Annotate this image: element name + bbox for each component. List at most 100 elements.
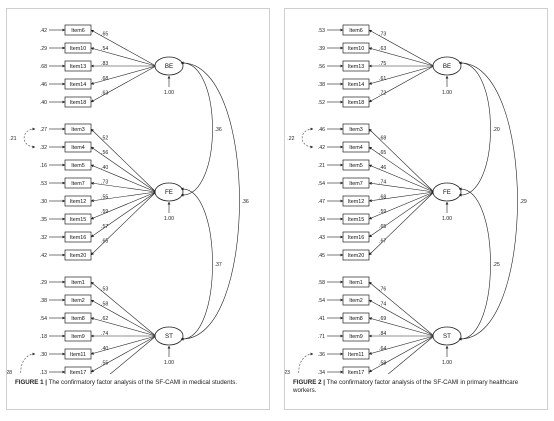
loading-value-item6: .65	[101, 31, 108, 37]
factor-label-be: BE	[443, 63, 451, 70]
item-label-item5: Item5	[71, 163, 84, 169]
loading-arrow-item2	[368, 299, 435, 337]
item-label-item6: Item6	[349, 28, 362, 34]
error-value-item5: .16	[40, 163, 47, 169]
factor-covariance-value-be-fe: .20	[493, 127, 500, 133]
loading-value-item1: .76	[379, 287, 386, 293]
factor-covariance-curve-be-fe	[458, 61, 491, 197]
error-value-item6: .53	[318, 28, 325, 34]
loading-arrow-item15	[90, 191, 157, 220]
item-label-item2: Item2	[71, 298, 84, 304]
loading-value-item18: .72	[379, 91, 386, 97]
loading-arrow-item7	[368, 181, 435, 193]
loading-value-item12: .68	[379, 194, 386, 200]
loading-arrow-item11	[368, 335, 435, 355]
loading-arrow-item10	[90, 47, 157, 67]
loading-arrow-item19	[109, 335, 157, 374]
loading-value-item9: .84	[379, 331, 386, 337]
error-covariance-value-2: .28	[7, 370, 12, 374]
loading-arrow-item8	[368, 317, 435, 337]
error-value-item14: .38	[318, 82, 325, 88]
loading-arrow-item5	[368, 164, 435, 193]
loading-arrow-item4	[368, 146, 435, 193]
error-value-item7: .53	[40, 181, 47, 187]
error-covariance-curve-1	[301, 127, 314, 149]
loading-value-item16: .65	[379, 224, 386, 230]
error-value-item17: .34	[318, 370, 325, 374]
figure-2-caption-label: FIGURE 2 |	[293, 379, 325, 386]
factor-label-st: ST	[165, 333, 173, 340]
item-label-item2: Item2	[349, 298, 362, 304]
figure-1-caption-label: FIGURE 1 |	[15, 379, 47, 386]
item-label-item9: Item9	[349, 334, 362, 340]
variance-value-fe: 1.00	[164, 216, 174, 222]
loading-arrow-item1	[90, 281, 157, 337]
loading-arrow-item8	[90, 317, 157, 337]
error-value-item4: .32	[40, 145, 47, 151]
item-label-item7: Item7	[71, 181, 84, 187]
factor-covariance-value-be-st: .36	[242, 199, 249, 205]
error-value-item8: .54	[40, 316, 47, 322]
loading-value-item13: .83	[101, 61, 108, 67]
factor-covariance-curve-fe-st	[180, 187, 213, 341]
loading-value-item15: .59	[379, 209, 386, 215]
loading-value-item20: .67	[379, 239, 386, 245]
loading-value-item7: .74	[379, 180, 386, 186]
factor-label-fe: FE	[443, 189, 451, 196]
error-value-item10: .29	[40, 46, 47, 52]
error-value-item2: .54	[318, 298, 325, 304]
item-label-item8: Item8	[349, 316, 362, 322]
item-label-item5: Item5	[349, 163, 362, 169]
error-covariance-value-1: .21	[9, 136, 16, 142]
loading-value-item12: .55	[101, 194, 108, 200]
loading-arrow-item12	[368, 191, 435, 203]
figure-2-caption: FIGURE 2 | The confirmatory factor analy…	[293, 379, 539, 395]
item-label-item4: Item4	[71, 145, 84, 151]
item-label-item16: Item16	[348, 235, 364, 241]
error-covariance-curve-2	[20, 352, 36, 374]
error-value-item16: .43	[318, 235, 325, 241]
error-value-item1: .58	[318, 280, 325, 286]
item-label-item14: Item14	[348, 82, 364, 88]
loading-arrow-item20	[90, 191, 157, 256]
loading-value-item3: .52	[101, 135, 108, 141]
item-label-item12: Item12	[70, 199, 86, 205]
item-label-item16: Item16	[70, 235, 86, 241]
loading-value-item18: .63	[101, 91, 108, 97]
error-value-item14: .46	[40, 82, 47, 88]
item-label-item12: Item12	[348, 199, 364, 205]
error-covariance-value-2: .23	[285, 370, 290, 374]
figure-2-path-diagram: .73Item6.53.63Item10.39.75Item13.56.61It…	[285, 24, 527, 374]
variance-value-be: 1.00	[442, 90, 452, 96]
item-label-item17: Item17	[70, 370, 86, 374]
error-value-item18: .40	[40, 100, 47, 106]
item-label-item13: Item13	[70, 64, 86, 70]
item-label-item4: Item4	[349, 145, 362, 151]
loading-value-item17: .55	[101, 361, 108, 367]
loading-arrow-item16	[368, 191, 435, 238]
loading-arrow-item6	[368, 29, 435, 67]
error-value-item20: .42	[40, 253, 47, 259]
error-value-item18: .52	[318, 100, 325, 106]
error-value-item10: .39	[318, 46, 325, 52]
loading-value-item2: .58	[101, 301, 108, 307]
error-value-item9: .18	[40, 334, 47, 340]
factor-covariance-value-be-fe: .36	[215, 127, 222, 133]
loading-arrow-item2	[90, 299, 157, 337]
loading-value-item3: .68	[379, 135, 386, 141]
error-covariance-curve-1	[23, 127, 36, 149]
loading-arrow-item12	[90, 191, 157, 203]
loading-value-item10: .63	[379, 46, 386, 52]
item-label-item20: Item20	[70, 253, 86, 259]
loading-value-item17: .58	[379, 361, 386, 367]
item-label-item15: Item15	[70, 217, 86, 223]
loading-value-item14: .61	[379, 76, 386, 82]
variance-value-be: 1.00	[164, 90, 174, 96]
loading-value-item15: .59	[101, 209, 108, 215]
factor-covariance-value-be-st: .29	[520, 199, 527, 205]
item-label-item3: Item3	[71, 127, 84, 133]
error-value-item4: .42	[318, 145, 325, 151]
error-value-item12: .30	[40, 199, 47, 205]
factor-covariance-value-fe-st: .37	[215, 262, 222, 268]
